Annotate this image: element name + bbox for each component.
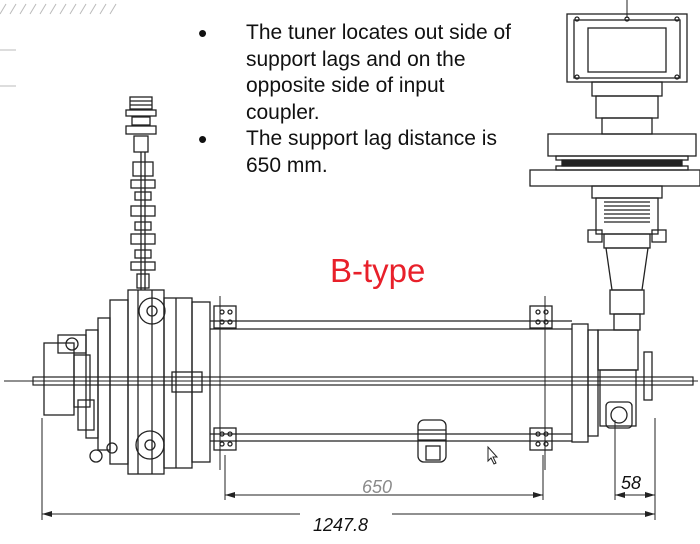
right-flange bbox=[571, 323, 653, 443]
bullet-item: The support lag distance is 650 mm. bbox=[196, 126, 516, 179]
bullet-item: The tuner locates out side of support la… bbox=[196, 20, 516, 126]
corner-hatch bbox=[0, 3, 117, 87]
coupler-flange-stack bbox=[85, 289, 211, 475]
support-distance-dimension: 650 bbox=[362, 477, 393, 497]
cursor-icon bbox=[487, 445, 499, 465]
pickup-port bbox=[417, 419, 447, 463]
right-coupler-assembly bbox=[529, 0, 700, 331]
cavity-body bbox=[210, 296, 572, 470]
total-length-dimension: 1247.8 bbox=[313, 515, 369, 535]
end-offset-dimension: 58 bbox=[621, 473, 642, 493]
dimension-lines bbox=[41, 418, 656, 520]
bullet-list: The tuner locates out side of support la… bbox=[196, 20, 516, 179]
beam-pipe bbox=[32, 376, 694, 386]
tuner-rod bbox=[125, 96, 157, 290]
dimension-arrows bbox=[42, 492, 655, 517]
type-label: B-type bbox=[330, 252, 426, 289]
